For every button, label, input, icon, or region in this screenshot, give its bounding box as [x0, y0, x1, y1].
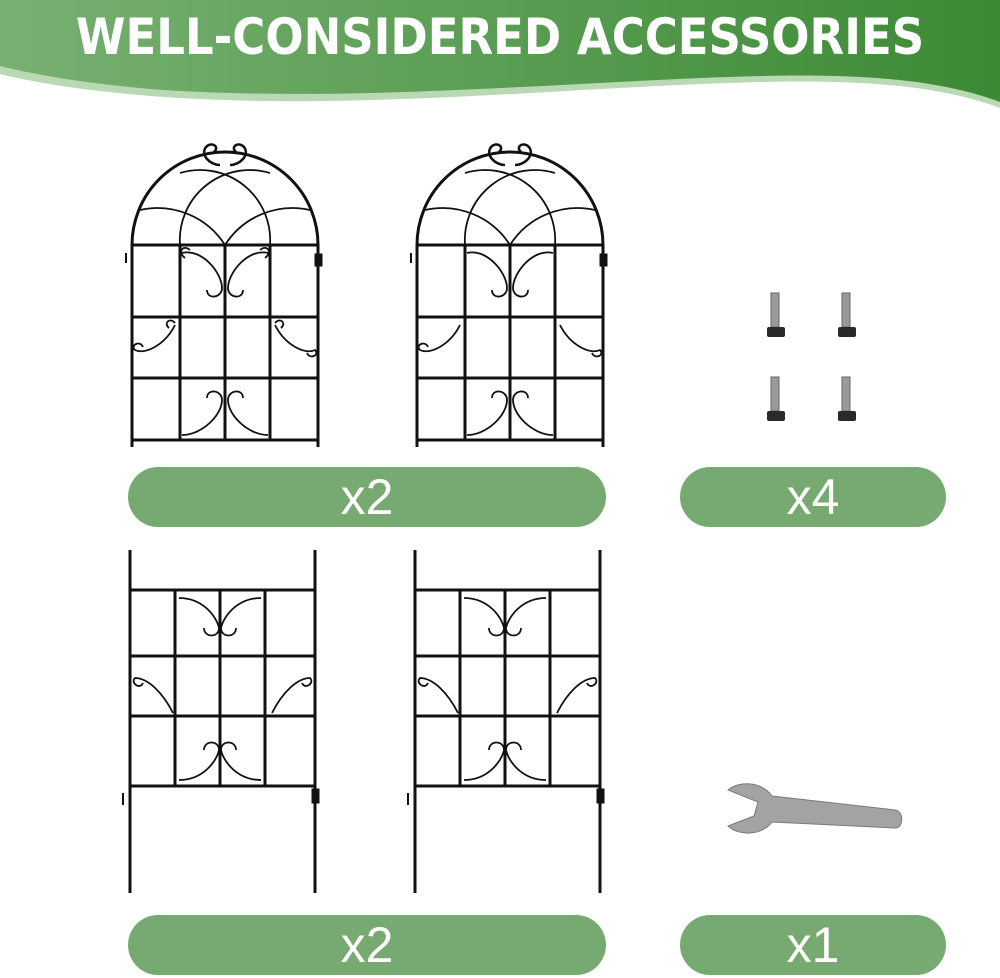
- header-banner: WELL-CONSIDERED ACCESSORIES: [0, 0, 1000, 120]
- wrench-icon: [727, 783, 903, 834]
- quantity-pill-bolts: x4: [680, 467, 946, 527]
- page-title: WELL-CONSIDERED ACCESSORIES: [75, 8, 925, 66]
- quantity-pill-square-panel: x2: [128, 915, 606, 975]
- arched-fence-panel-icon: [410, 143, 608, 447]
- quantity-pill-arched-panel: x2: [128, 467, 606, 527]
- banner-wave-shape: [0, 0, 1000, 108]
- t-bolt-set-icon: [767, 292, 856, 421]
- arched-fence-panel-icon: [125, 143, 323, 447]
- quantity-pill-wrench: x1: [680, 915, 946, 975]
- square-fence-panel-icon: [407, 550, 605, 893]
- square-fence-panel-icon: [122, 550, 320, 893]
